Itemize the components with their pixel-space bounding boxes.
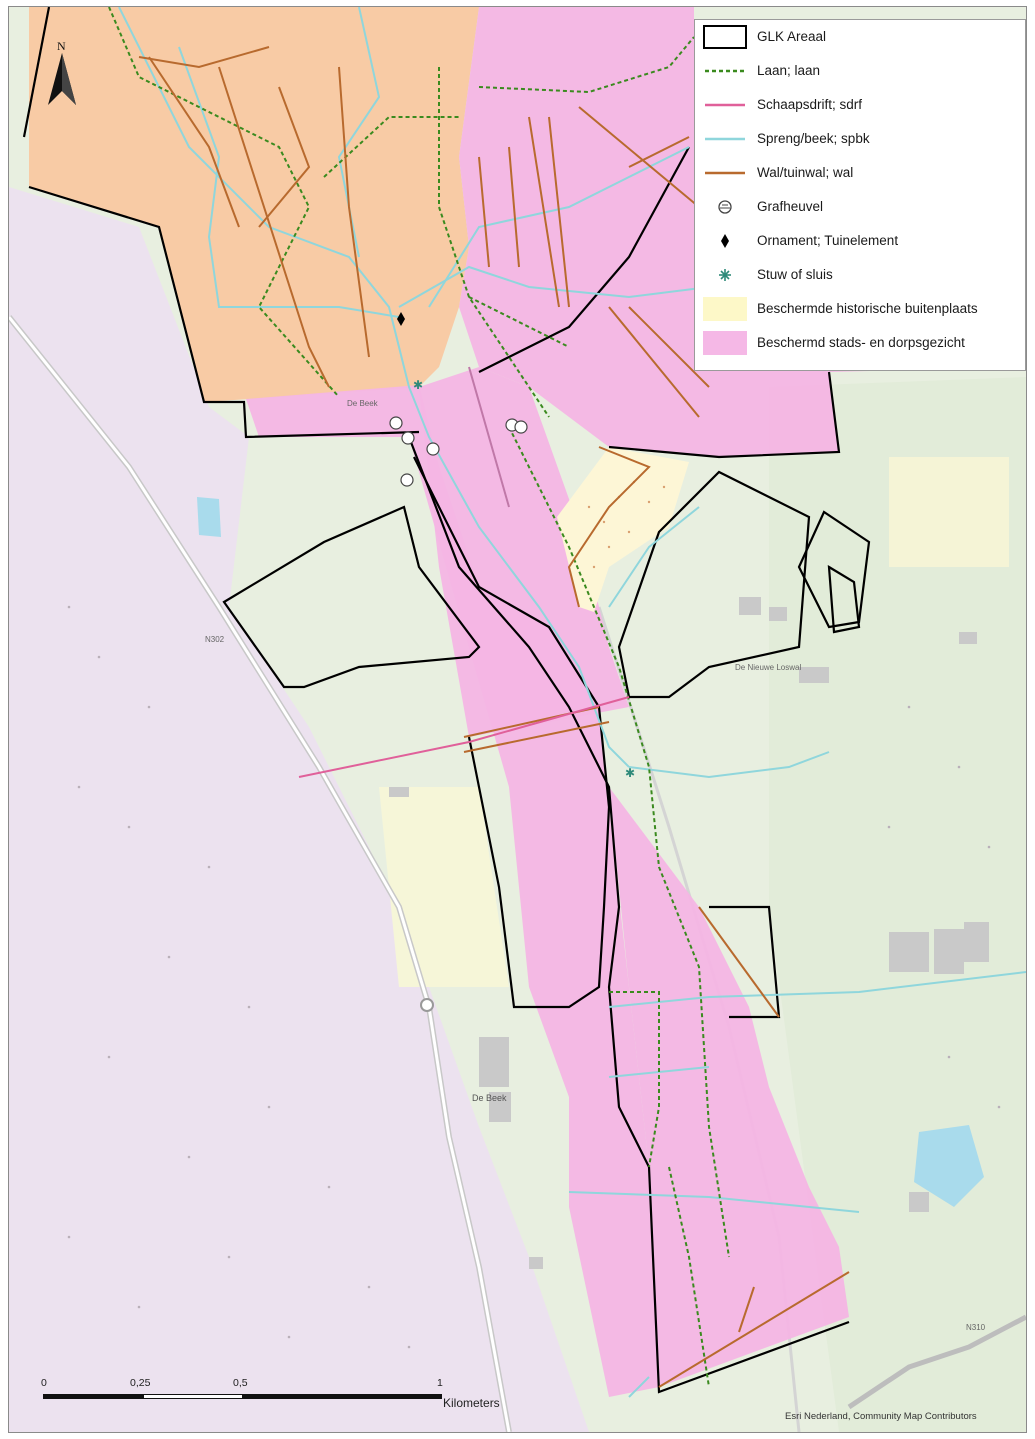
- road-n302-center: [9, 316, 511, 1432]
- legend-row-stuw: Stuw of sluis: [695, 258, 1025, 292]
- field-yellow-2: [889, 457, 1009, 567]
- water-pond-1: [197, 497, 221, 537]
- roundabout: [420, 998, 434, 1012]
- legend-swatch-line: [705, 137, 745, 141]
- legend-row-wal: Wal/tuinwal; wal: [695, 156, 1025, 190]
- legend-label: Grafheuvel: [757, 199, 824, 214]
- scale-tick-025: 0,25: [130, 1377, 151, 1389]
- scale-unit: Kilometers: [443, 1396, 500, 1410]
- diamond-icon: [721, 234, 729, 248]
- legend-row-schaapsdrift: Schaapsdrift; sdrf: [695, 88, 1025, 122]
- north-label: N: [57, 39, 66, 53]
- scale-tick-0: 0: [41, 1377, 47, 1389]
- field-yellow-1: [379, 787, 509, 987]
- legend-label: Schaapsdrift; sdrf: [757, 97, 863, 112]
- water-pond-2: [914, 1125, 984, 1207]
- scale-tick-05: 0,5: [233, 1377, 248, 1389]
- legend-row-buitenplaats: Beschermde historische buitenplaats: [695, 292, 1025, 326]
- tree-dots: [67, 605, 1001, 1349]
- schaapsdrift-line: [298, 696, 630, 778]
- legend-swatch-dashed-line: [705, 69, 745, 73]
- map-attribution: Esri Nederland, Community Map Contributo…: [785, 1411, 977, 1422]
- stuw-marker-2: ✱: [625, 766, 635, 780]
- legend-row-laan: Laan; laan: [695, 54, 1025, 88]
- legend-label: Laan; laan: [757, 63, 821, 78]
- legend-label: Wal/tuinwal; wal: [757, 165, 854, 180]
- scale-seg-1: [43, 1394, 144, 1399]
- scale-bar: 0 0,25 0,5 1 Kilometers: [39, 1375, 519, 1415]
- legend-row-glk: GLK Areaal: [695, 20, 1025, 54]
- wal-lines: [138, 46, 850, 1388]
- area-pink-south: [609, 787, 849, 1387]
- scale-seg-2: [143, 1394, 243, 1399]
- legend-row-dorpsgezicht: Beschermd stads- en dorpsgezicht: [695, 326, 1025, 360]
- north-arrow: N: [45, 39, 79, 109]
- glk-areaal-outlines: [22, 7, 871, 1394]
- legend-label: Ornament; Tuinelement: [757, 233, 899, 248]
- place-label-de-nieuwe-loswal: De Nieuwe Loswal: [735, 663, 802, 672]
- stuw-marker-1: ✱: [413, 378, 423, 392]
- legend-label: Stuw of sluis: [757, 267, 833, 282]
- legend-swatch-line: [705, 171, 745, 175]
- legend-swatch-line: [705, 103, 745, 107]
- scale-tick-1: 1: [437, 1377, 443, 1389]
- legend-row-ornament: Ornament; Tuinelement: [695, 224, 1025, 258]
- legend-label: Beschermde historische buitenplaats: [757, 301, 978, 316]
- buildings: [389, 597, 989, 1269]
- grafheuvel-markers: [389, 416, 528, 487]
- legend-row-grafheuvel: Grafheuvel: [695, 190, 1025, 224]
- scale-seg-3: [242, 1394, 442, 1399]
- legend-label: Beschermd stads- en dorpsgezicht: [757, 335, 965, 350]
- place-label-de-beek-north: De Beek: [347, 399, 378, 408]
- ornament-marker: [397, 312, 405, 326]
- map-legend: GLK Areaal Laan; laan Schaapsdrift; sdrf…: [694, 19, 1026, 371]
- road-n310: [847, 1314, 1026, 1410]
- area-pink-mid: [419, 367, 629, 737]
- legend-row-spreng: Spreng/beek; spbk: [695, 122, 1025, 156]
- asterisk-icon: [719, 269, 731, 281]
- legend-swatch-fill: [703, 331, 747, 355]
- legend-swatch-outline: [703, 25, 747, 49]
- north-arrow-icon: [48, 53, 76, 105]
- place-label-n302: N302: [205, 635, 225, 644]
- legend-label: GLK Areaal: [757, 29, 827, 44]
- place-label-de-beek-south: De Beek: [472, 1093, 507, 1103]
- map-frame: ✱ ✱ De Beek De Nieuwe Loswal N302 N310 D…: [8, 6, 1027, 1433]
- area-yellow-buitenplaats: [557, 447, 689, 612]
- legend-swatch-fill: [703, 297, 747, 321]
- grafheuvel-icon: [718, 200, 732, 214]
- place-label-n310: N310: [966, 1323, 986, 1332]
- schaapsdrift-line-2: [468, 366, 510, 508]
- legend-label: Spreng/beek; spbk: [757, 131, 870, 146]
- area-orange: [29, 7, 479, 402]
